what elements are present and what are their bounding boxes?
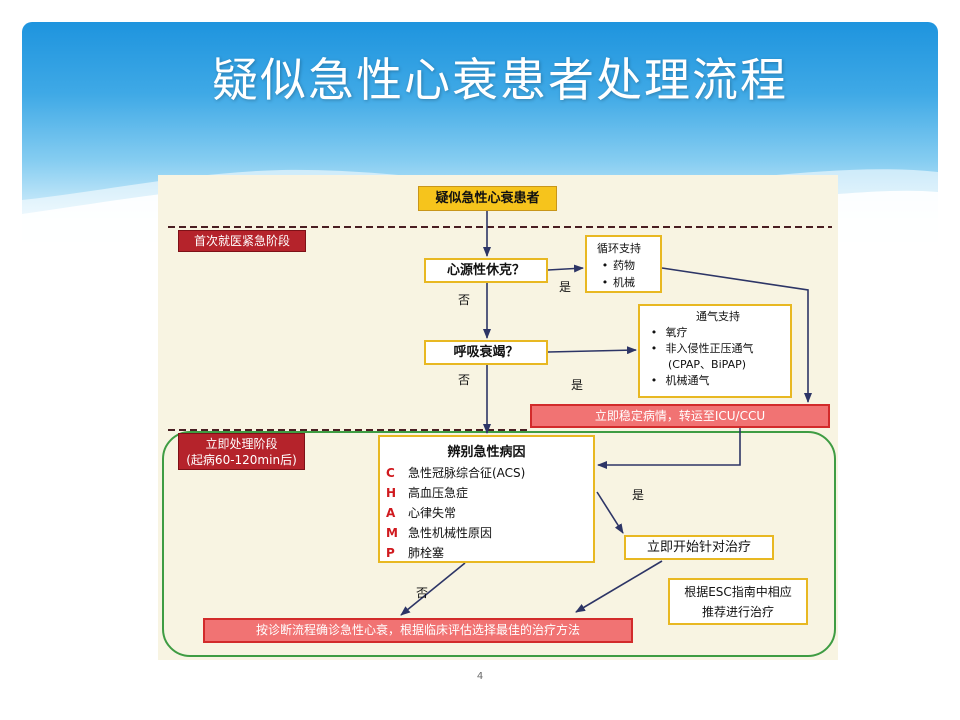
phase2-label-line2: (起病60-120min后) [186,453,297,467]
no-label-shock: 否 [457,293,470,307]
question-cardiogenic-shock: 心源性休克？ [424,258,548,283]
esc-guideline-line2: 推荐进行治疗 [701,605,774,619]
no-label-respiratory: 否 [457,373,470,387]
no-label-etiology: 否 [415,586,428,600]
targeted-treatment-box: 立即开始针对治疗 [624,535,774,560]
esc-guideline-box: 根据ESC指南中相应 推荐进行治疗 [668,578,808,625]
etiology-title: 辨别急性病因 [447,445,526,460]
slide-title: 疑似急性心衰患者处理流程 [212,53,788,107]
yes-label-etiology: 是 [631,488,644,502]
yes-label-shock: 是 [558,280,571,294]
ventilation-support-box: 通气支持 • 氧疗 • 非入侵性正压通气 (CPAP、BiPAP) • 机械通气 [638,304,792,398]
diagnostic-pathway-box: 按诊断流程确诊急性心衰，根据临床评估选择最佳的治疗方法 [203,618,633,643]
phase2-label-line1: 立即处理阶段 [205,437,278,451]
icu-transfer-box: 立即稳定病情，转运至ICU/CCU [530,404,830,428]
list-item: • 机械通气 [650,374,710,387]
yes-label-respiratory: 是 [570,378,583,392]
esc-guideline-line1: 根据ESC指南中相应 [684,585,792,599]
list-item-continuation: (CPAP、BiPAP) [668,358,747,371]
immediate-phase-frame [162,431,836,657]
start-node-suspected-ahf: 疑似急性心衰患者 [418,186,557,211]
phase2-label: 立即处理阶段 (起病60-120min后) [178,433,305,470]
page-number: 4 [476,671,484,682]
list-item: • 非入侵性正压通气 [650,342,754,355]
ventilation-support-title: 通气支持 [696,310,740,323]
phase1-label: 首次就医紧急阶段 [178,230,306,252]
question-respiratory-failure: 呼吸衰竭？ [424,340,548,365]
list-item: • 氧疗 [650,326,688,339]
circulatory-support-title: 循环支持 [597,242,641,255]
list-item: •机械 [601,276,635,289]
circulatory-support-box: 循环支持 •药物 •机械 [585,235,662,293]
list-item: •药物 [601,259,635,272]
